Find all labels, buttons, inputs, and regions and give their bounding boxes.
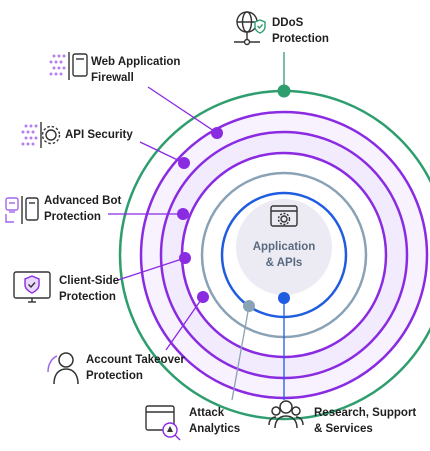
connector-client	[117, 257, 186, 281]
attack-analytics-icon	[145, 405, 181, 441]
connector-api	[139, 141, 185, 164]
dot-waf	[211, 127, 223, 139]
team-support-icon	[268, 400, 304, 429]
center-title: Application & APIs	[240, 239, 328, 271]
label-client: Client-Side Protection	[59, 273, 119, 305]
center-title-line2: & APIs	[265, 257, 303, 269]
center-title-line1: Application	[252, 241, 316, 253]
connector-waf	[147, 86, 218, 134]
label-ddos-line1: DDoS	[272, 17, 304, 29]
label-waf: Web Application Firewall	[91, 54, 180, 86]
label-support-line1: Research, Support	[314, 407, 417, 419]
label-analytics: Attack Analytics	[189, 405, 240, 437]
label-api: API Security	[65, 127, 133, 143]
client-side-shield-icon	[13, 271, 51, 303]
label-ato-line1: Account Takeover	[86, 354, 185, 366]
bot-protection-icon	[5, 196, 39, 224]
dot-api	[178, 157, 190, 169]
dot-analytics	[243, 300, 255, 312]
dot-bot	[177, 208, 189, 220]
label-client-line2: Protection	[59, 291, 116, 303]
api-security-icon	[21, 122, 61, 148]
label-ato: Account Takeover Protection	[86, 352, 185, 384]
label-bot: Advanced Bot Protection	[44, 193, 121, 225]
label-api-line1: API Security	[65, 129, 133, 141]
label-bot-line1: Advanced Bot	[44, 195, 122, 207]
application-window-icon	[270, 205, 298, 227]
label-ato-line2: Protection	[86, 370, 143, 382]
label-ddos-line2: Protection	[272, 33, 329, 45]
dot-ddos	[277, 84, 291, 98]
label-support: Research, Support & Services	[314, 405, 416, 437]
label-support-line2: & Services	[314, 423, 373, 435]
dot-support	[278, 292, 290, 304]
connector-ato	[165, 296, 204, 351]
firewall-icon	[49, 52, 88, 80]
label-client-line1: Client-Side	[59, 275, 120, 287]
center-circle	[236, 199, 332, 295]
label-waf-line2: Firewall	[91, 72, 134, 84]
connector-analytics	[231, 305, 250, 401]
label-ddos: DDoS Protection	[272, 15, 329, 47]
dot-client	[179, 252, 191, 264]
account-user-icon	[47, 352, 79, 385]
label-analytics-line2: Analytics	[189, 423, 241, 435]
label-bot-line2: Protection	[44, 211, 101, 223]
ddos-shield-network-icon	[234, 11, 266, 46]
label-waf-line1: Web Application	[91, 56, 181, 68]
label-analytics-line1: Attack	[189, 407, 225, 419]
dot-ato	[197, 291, 209, 303]
